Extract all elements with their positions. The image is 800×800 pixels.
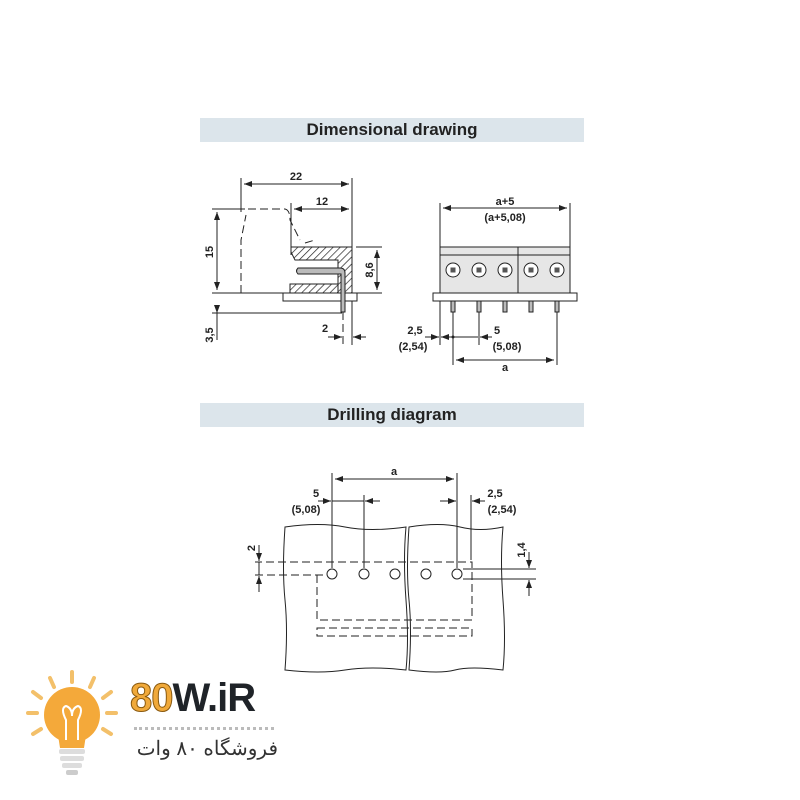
solder-pin	[450, 300, 456, 313]
drilling-view: a 5 (5,08) 2,5 (2,54) 2 1,4	[246, 466, 536, 673]
offset-label: 2,5	[407, 325, 422, 337]
side-view: 22 12 15 3,5 8,6 2	[204, 171, 382, 345]
drilling-diagram-header: Drilling diagram	[200, 403, 584, 427]
brand-tagline: فروشگاه ۸۰ وات	[136, 738, 278, 760]
drill-span-label: a	[391, 466, 398, 478]
drill-offset-alt-label: (2,54)	[488, 504, 517, 516]
width-alt-label: (a+5,08)	[484, 212, 526, 224]
dim-15: 15	[204, 246, 216, 258]
drill-hole	[389, 568, 401, 580]
drill-hole	[420, 568, 432, 580]
lightbulb-logo-icon	[26, 670, 118, 775]
dim-22: 22	[290, 171, 302, 183]
pitch-alt-label: (5,08)	[493, 341, 522, 353]
screw-head	[528, 267, 534, 273]
drill-hole	[358, 568, 370, 580]
logo-divider	[134, 727, 274, 730]
solder-pin	[502, 300, 508, 313]
drill-pitch-alt-label: (5,08)	[292, 504, 321, 516]
dim-3-5: 3,5	[204, 327, 216, 342]
solder-pin	[554, 300, 560, 313]
drill-hole	[326, 568, 338, 580]
width-label: a+5	[496, 196, 515, 208]
dim-2: 2	[322, 323, 328, 335]
pitch-label: 5	[494, 325, 500, 337]
drill-hole	[451, 568, 463, 580]
dimensional-drawing-header: Dimensional drawing	[200, 118, 584, 142]
screw-head	[554, 267, 560, 273]
front-view: a+5 (a+5,08) 2,5 (2,54) 5 (5,08) a	[399, 196, 578, 374]
offset-alt-label: (2,54)	[399, 341, 428, 353]
drill-pitch-label: 5	[313, 488, 319, 500]
dim-8-6: 8,6	[364, 262, 376, 277]
dim-12: 12	[316, 196, 328, 208]
screw-head	[476, 267, 482, 273]
screw-head	[502, 267, 508, 273]
brand-logo-text: 80W.iR	[130, 676, 257, 721]
screw-head	[450, 267, 456, 273]
row-offset-label: 2	[246, 545, 258, 551]
solder-pin	[528, 300, 534, 313]
span-label: a	[502, 362, 509, 374]
solder-pin	[476, 300, 482, 313]
drill-offset-label: 2,5	[487, 488, 502, 500]
hole-dia-label: 1,4	[516, 541, 528, 557]
